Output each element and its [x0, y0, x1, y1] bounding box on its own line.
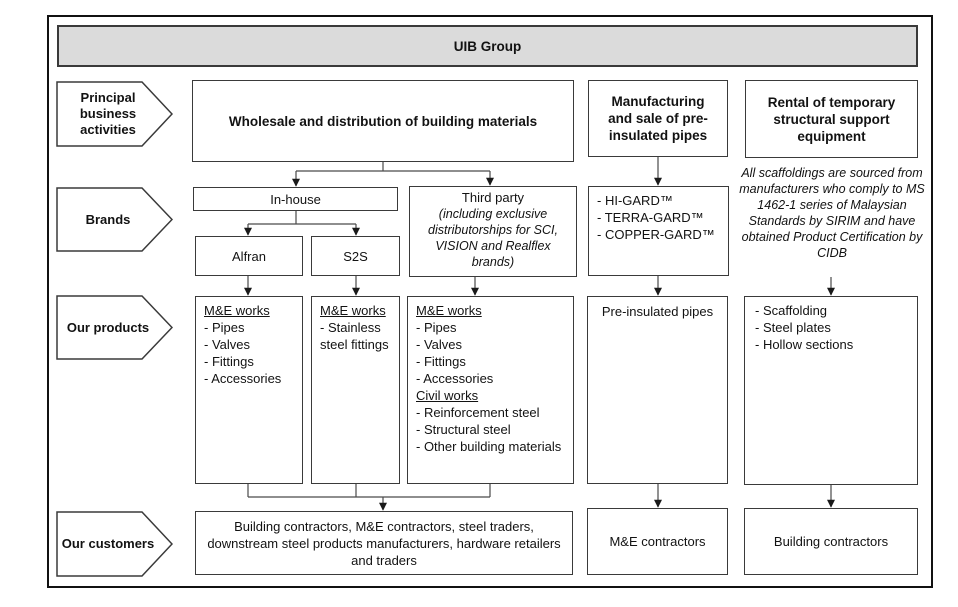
products-heading: M&E works: [204, 303, 270, 318]
side-label-brands: Brands: [56, 187, 173, 252]
rental-scaffolding-note: All scaffoldings are sourced from manufa…: [739, 166, 925, 260]
customers-rental-box: Building contractors: [744, 508, 918, 575]
brand-item: - COPPER-GARD™: [597, 227, 715, 242]
activity-manufacturing-box: Manufacturing and sale of pre-insulated …: [588, 80, 728, 157]
pentagon-arrow-shape: [56, 295, 173, 360]
pentagon-arrow-shape: [56, 187, 173, 252]
third-party-title: Third party: [461, 190, 525, 205]
product-item: - Other building materials: [416, 439, 562, 454]
product-item: - Accessories: [204, 371, 282, 386]
product-item: - Structural steel: [416, 422, 511, 437]
product-item: - Stainless steel fittings: [320, 320, 389, 352]
product-item: - Valves: [416, 337, 462, 352]
activity-wholesale-box: Wholesale and distribution of building m…: [192, 80, 574, 162]
brand-alfran-box: Alfran: [195, 236, 303, 276]
product-item: - Accessories: [416, 371, 494, 386]
pentagon-arrow-shape: [56, 81, 173, 147]
products-s2s-box: M&E works - Stainless steel fittings: [311, 296, 400, 484]
products-rental-box: - Scaffolding - Steel plates - Hollow se…: [744, 296, 918, 485]
side-label-text: Our products: [66, 319, 150, 335]
third-party-note: (including exclusive distributorships fo…: [428, 207, 558, 269]
brand-third-party-box: Third party (including exclusive distrib…: [409, 186, 577, 277]
side-label-principal-activities: Principal business activities: [56, 81, 173, 147]
products-heading: Civil works: [416, 388, 479, 403]
side-label-text: Brands: [85, 211, 131, 227]
customers-pipes-box: M&E contractors: [587, 508, 728, 575]
brand-s2s-box: S2S: [311, 236, 400, 276]
product-item: - Fittings: [416, 354, 466, 369]
brand-gard-box: - HI-GARD™ - TERRA-GARD™ - COPPER-GARD™: [588, 186, 729, 276]
brand-in-house-box: In-house: [193, 187, 398, 211]
product-item: - Reinforcement steel: [416, 405, 540, 420]
side-label-our-customers: Our customers: [56, 511, 173, 577]
product-item: - Valves: [204, 337, 250, 352]
product-item: - Hollow sections: [755, 337, 854, 352]
side-label-our-products: Our products: [56, 295, 173, 360]
product-item: - Fittings: [204, 354, 254, 369]
product-item: - Pipes: [204, 320, 245, 335]
products-heading: M&E works: [416, 303, 482, 318]
activity-rental-box: Rental of temporary structural support e…: [745, 80, 918, 158]
group-header: UIB Group: [57, 25, 918, 67]
side-label-text: Principal business activities: [79, 90, 137, 137]
pentagon-arrow-shape: [56, 511, 173, 577]
side-label-text: Our customers: [61, 536, 155, 551]
product-item: - Pipes: [416, 320, 457, 335]
product-item: - Scaffolding: [755, 303, 828, 318]
product-item: - Steel plates: [755, 320, 831, 335]
products-alfran-box: M&E works - Pipes - Valves - Fittings - …: [195, 296, 303, 484]
brand-item: - HI-GARD™: [597, 193, 673, 208]
products-pipes-box: Pre-insulated pipes: [587, 296, 728, 484]
products-heading: M&E works: [320, 303, 386, 318]
brand-item: - TERRA-GARD™: [597, 210, 704, 225]
group-title: UIB Group: [453, 38, 522, 54]
products-third-party-box: M&E works - Pipes - Valves - Fittings - …: [407, 296, 574, 484]
customers-wholesale-box: Building contractors, M&E contractors, s…: [195, 511, 573, 575]
